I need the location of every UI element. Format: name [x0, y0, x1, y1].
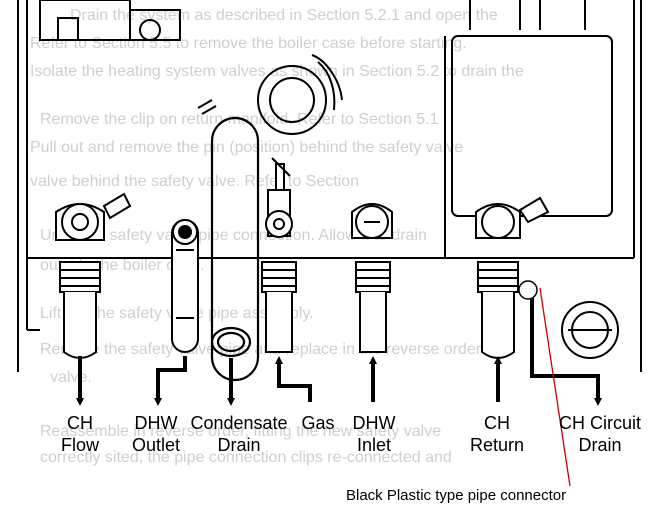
svg-text:Pull out and remove the pin (p: Pull out and remove the pin (position) b… — [30, 139, 463, 156]
svg-text:Remove the safety valve pipe a: Remove the safety valve pipe and replace… — [40, 341, 482, 358]
svg-text:valve behind the safety valve.: valve behind the safety valve. Refer to … — [30, 173, 359, 190]
flow-arrows — [76, 298, 602, 406]
ch-circuit-drain-arrow — [530, 298, 602, 406]
circular-clip — [197, 54, 343, 135]
svg-text:Remove the clip on return mani: Remove the clip on return manifold. Refe… — [40, 111, 439, 128]
dhw-inlet-valve — [351, 203, 393, 353]
ch-return-label: CH Return — [469, 413, 525, 455]
gas-label: Gas — [301, 413, 335, 433]
pipe-connector-callout: Black Plastic type pipe connector — [346, 487, 567, 504]
gas-valve — [261, 157, 297, 353]
svg-text:correctly sited, the pipe conn: correctly sited, the pipe connection cli… — [40, 449, 452, 466]
condensate-drain-label: Condensate Drain — [190, 413, 288, 455]
dhw-outlet-label: DHW Outlet — [131, 413, 181, 455]
svg-text:Isolate the heating system val: Isolate the heating system valves as sho… — [30, 63, 524, 80]
ch-return-valve — [475, 196, 550, 359]
top-left-mechanism — [39, 0, 181, 41]
dhw-outlet-arrow — [154, 356, 187, 406]
ch-circuit-drain-label: CH Circuit Drain — [558, 413, 641, 455]
callout-leader-line — [539, 287, 571, 487]
svg-text:valve.: valve. — [50, 369, 92, 386]
condensate-trap — [210, 116, 260, 382]
ch-flow-label: CH Flow — [60, 413, 99, 455]
dhw-outlet-pipe — [171, 219, 199, 353]
gas-arrow — [275, 356, 312, 402]
ch-flow-valve — [55, 192, 132, 359]
svg-text:Undo the safety valve pipe con: Undo the safety valve pipe connection. A… — [40, 227, 427, 244]
dhw-inlet-label: DHW Inlet — [352, 413, 396, 455]
svg-text:Reassemble in reverse order, f: Reassemble in reverse order, fitting the… — [40, 423, 441, 440]
svg-text:Drain the system as described: Drain the system as described in Section… — [70, 7, 498, 24]
svg-text:Refer to Section 5.5 to remove: Refer to Section 5.5 to remove the boile… — [30, 35, 467, 52]
ch-circuit-drain-fitting — [561, 301, 619, 359]
